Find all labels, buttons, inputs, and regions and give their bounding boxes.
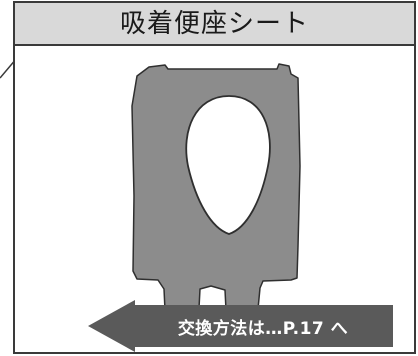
seat-sheet-illustration — [131, 63, 301, 317]
reference-link[interactable]: 交換方法は…P.17 へ — [177, 318, 349, 339]
seat-opening — [185, 95, 271, 235]
panel-header: 吸着便座シート — [15, 3, 414, 46]
panel-title: 吸着便座シート — [119, 8, 309, 39]
seat-sheet-panel: 吸着便座シート 交換方法は…P.17 へ — [13, 1, 416, 354]
